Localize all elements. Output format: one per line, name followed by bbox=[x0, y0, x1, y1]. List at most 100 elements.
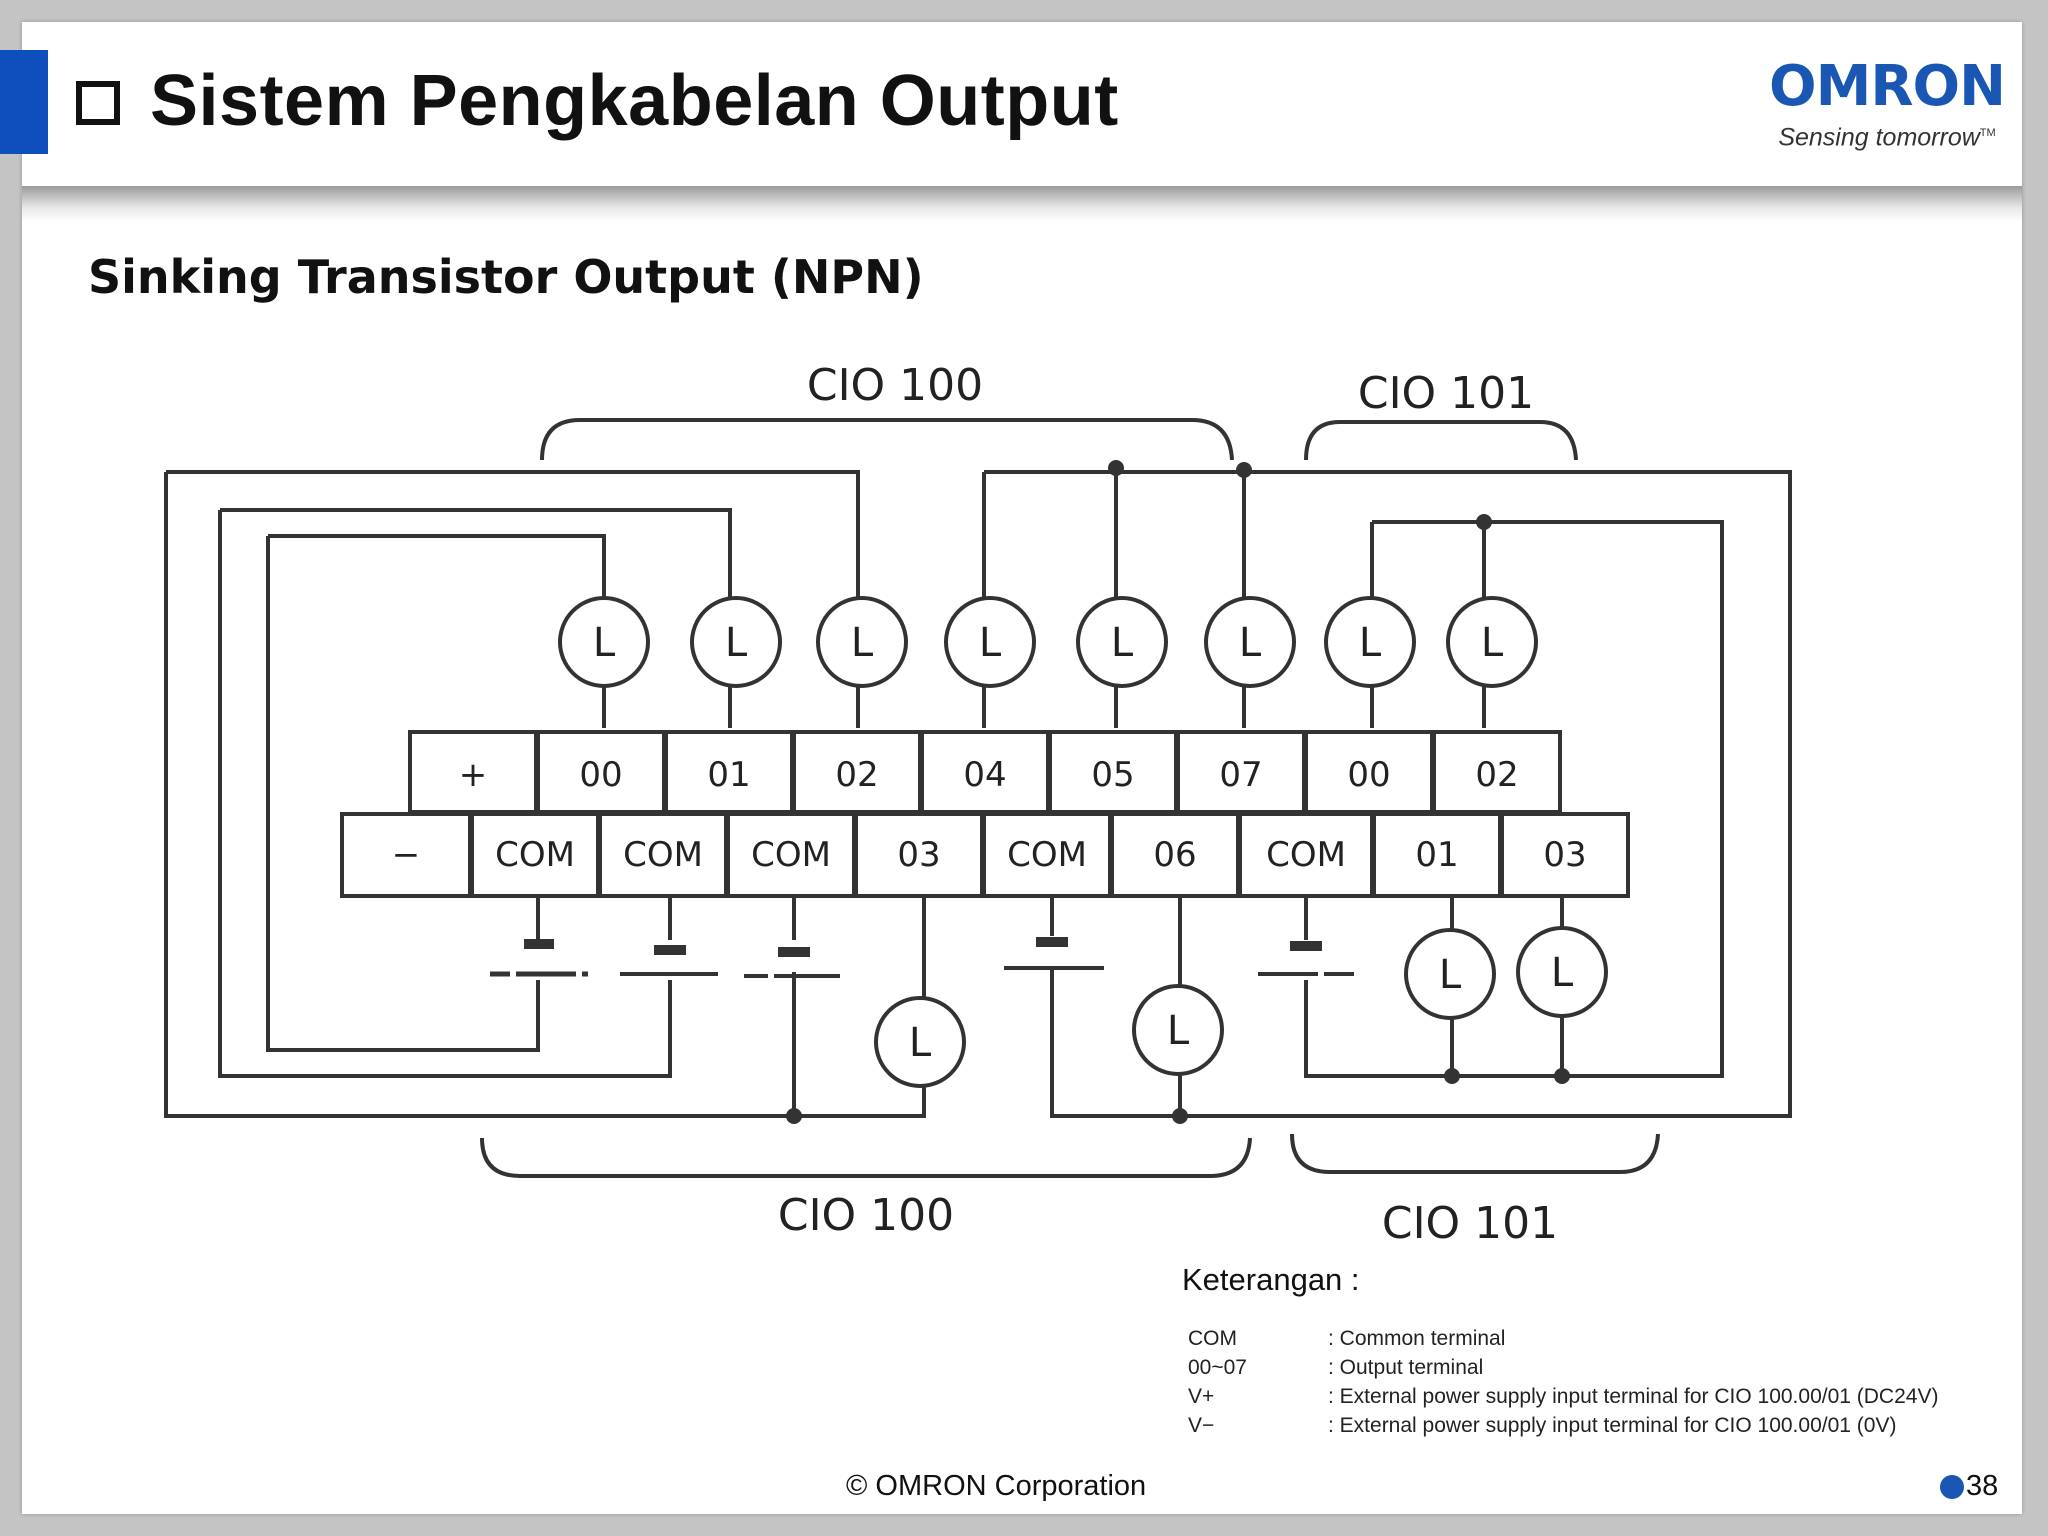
terminal-label: 01 bbox=[707, 755, 750, 795]
lamp-icon: L bbox=[1204, 596, 1296, 688]
legend-desc: : Common terminal bbox=[1328, 1327, 1506, 1350]
page-number-text: 38 bbox=[1966, 1470, 1999, 1502]
lamp-label: L bbox=[1481, 620, 1504, 666]
terminal-label: 00 bbox=[579, 755, 622, 795]
legend: COM : Common terminal 00~07 : Output ter… bbox=[1188, 1324, 2008, 1440]
junction-dot bbox=[1108, 460, 1124, 476]
lamp-icon: L bbox=[1076, 596, 1168, 688]
terminal-bot-com3 bbox=[726, 812, 856, 898]
lamp-icon: L bbox=[690, 596, 782, 688]
battery-1 bbox=[490, 939, 588, 977]
wire-loop-2b bbox=[218, 510, 672, 1078]
logo-trademark: TM bbox=[1979, 127, 1996, 139]
group-label-top-cio100: CIO 100 bbox=[807, 360, 983, 411]
terminal-top-07 bbox=[1176, 730, 1306, 814]
lamp-icon: L bbox=[1324, 596, 1416, 688]
battery-4 bbox=[1004, 937, 1104, 970]
brace-bottom-cio100 bbox=[480, 1137, 1252, 1178]
terminal-label: 04 bbox=[963, 755, 1006, 795]
lamp-label: L bbox=[979, 620, 1002, 666]
wire-loop-1 bbox=[166, 470, 860, 614]
terminal-bot-com5 bbox=[1238, 812, 1374, 898]
brace-bottom-cio101 bbox=[1290, 1133, 1660, 1174]
battery-2 bbox=[620, 945, 718, 976]
legend-row: 00~07 : Output terminal bbox=[1188, 1353, 2008, 1382]
lamp-icon: L bbox=[1516, 926, 1608, 1018]
terminal-label: + bbox=[459, 755, 488, 795]
lamp-label: L bbox=[1551, 950, 1574, 996]
legend-row: COM : Common terminal bbox=[1188, 1324, 2008, 1353]
lamp-label: L bbox=[1359, 620, 1382, 666]
legend-row: V+ : External power supply input termina… bbox=[1188, 1382, 2008, 1411]
legend-row: V− : External power supply input termina… bbox=[1188, 1411, 2008, 1440]
omron-logo: OMRON Sensing tomorrowTM bbox=[1762, 56, 2012, 166]
lamp-label: L bbox=[593, 620, 616, 666]
slide: Sistem Pengkabelan Output OMRON Sensing … bbox=[0, 22, 2022, 1514]
terminal-label: 03 bbox=[897, 835, 940, 875]
wire-loop-1b bbox=[164, 472, 926, 1118]
group-label-bottom-cio101: CIO 101 bbox=[1382, 1198, 1558, 1249]
lamp-label: L bbox=[725, 620, 748, 666]
checkbox-bullet-icon bbox=[76, 81, 120, 125]
terminal-label: 06 bbox=[1153, 835, 1196, 875]
lamp-label: L bbox=[1239, 620, 1262, 666]
terminal-label: 02 bbox=[1475, 755, 1518, 795]
legend-term: V− bbox=[1188, 1414, 1215, 1437]
legend-title: Keterangan : bbox=[1182, 1262, 1360, 1297]
logo-word: OMRON bbox=[1769, 54, 2006, 119]
legend-term: COM bbox=[1188, 1327, 1237, 1350]
lamp-label: L bbox=[909, 1020, 932, 1066]
lamp-icon: L bbox=[558, 596, 650, 688]
header-shadow bbox=[22, 186, 2022, 222]
page-number: 38 bbox=[1940, 1470, 1998, 1503]
header: Sistem Pengkabelan Output OMRON Sensing … bbox=[0, 22, 2022, 186]
terminal-label: 02 bbox=[835, 755, 878, 795]
terminal-label: 01 bbox=[1415, 835, 1458, 875]
terminal-top-plus bbox=[408, 730, 538, 814]
junction-dot bbox=[1554, 1068, 1570, 1084]
lamp-icon: L bbox=[1446, 596, 1538, 688]
brace-top-cio101 bbox=[1304, 420, 1578, 461]
title-wrap: Sistem Pengkabelan Output bbox=[76, 56, 1119, 146]
lamp-label: L bbox=[1111, 620, 1134, 666]
lamp-icon: L bbox=[1132, 984, 1224, 1076]
terminal-top-02 bbox=[792, 730, 922, 814]
legend-desc: : External power supply input terminal f… bbox=[1328, 1414, 1897, 1437]
legend-term: V+ bbox=[1188, 1385, 1215, 1408]
terminal-label: − bbox=[392, 835, 421, 875]
terminal-bot-c03 bbox=[1500, 812, 1630, 898]
junction-dot bbox=[1444, 1068, 1460, 1084]
terminal-label: COM bbox=[751, 835, 831, 875]
terminal-bot-com1 bbox=[470, 812, 600, 898]
copyright: © OMRON Corporation bbox=[846, 1470, 1147, 1502]
legend-desc: : Output terminal bbox=[1328, 1356, 1484, 1379]
lamp-icon: L bbox=[944, 596, 1036, 688]
battery-3 bbox=[744, 947, 842, 978]
lamp-label: L bbox=[851, 620, 874, 666]
lamp-label: L bbox=[1167, 1008, 1190, 1054]
terminal-top-05 bbox=[1048, 730, 1178, 814]
junction-dot bbox=[786, 1108, 802, 1124]
terminal-label: 03 bbox=[1543, 835, 1586, 875]
junction-dot bbox=[1236, 462, 1252, 478]
diagram-subtitle: Sinking Transistor Output (NPN) bbox=[88, 250, 924, 304]
terminal-label: COM bbox=[1007, 835, 1087, 875]
wire-loop-3 bbox=[268, 534, 606, 614]
group-label-bottom-cio100: CIO 100 bbox=[778, 1190, 954, 1241]
battery-5 bbox=[1258, 941, 1356, 976]
terminal-label: COM bbox=[1266, 835, 1346, 875]
logo-tagline: Sensing tomorrowTM bbox=[1762, 118, 2012, 152]
junction-dot bbox=[1476, 514, 1492, 530]
terminal-bot-com4 bbox=[982, 812, 1112, 898]
group-label-top-cio101: CIO 101 bbox=[1358, 368, 1534, 419]
terminal-label: 00 bbox=[1347, 755, 1390, 795]
junction-dot bbox=[1172, 1108, 1188, 1124]
wire-inner-right bbox=[1304, 520, 1724, 1078]
page-dot-icon bbox=[1940, 1474, 1964, 1499]
terminal-label: COM bbox=[623, 835, 703, 875]
wire-loop-3b bbox=[266, 536, 540, 1052]
logo-tagline-text: Sensing tomorrow bbox=[1778, 123, 1980, 152]
terminal-bot-03 bbox=[854, 812, 984, 898]
terminal-label: 05 bbox=[1091, 755, 1134, 795]
